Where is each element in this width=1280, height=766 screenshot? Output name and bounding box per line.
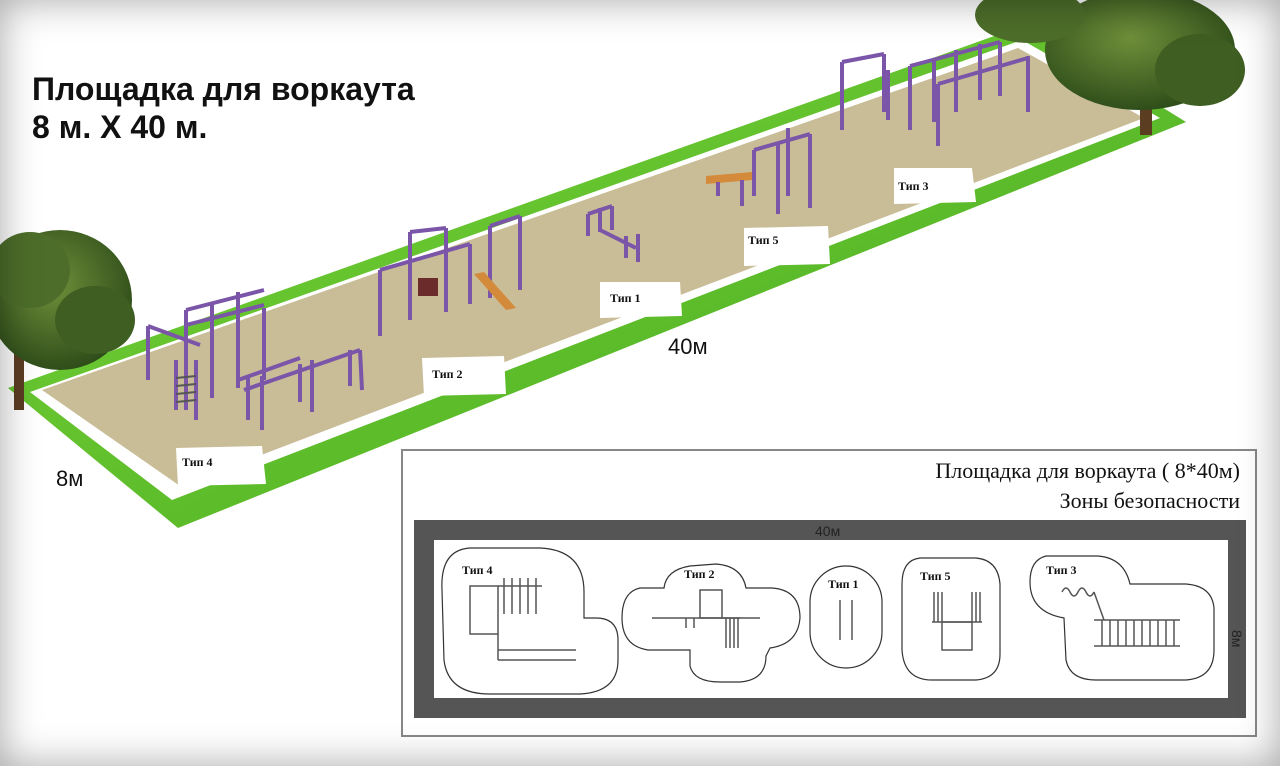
equipment-type1 <box>586 204 640 262</box>
ladder-type4 <box>175 375 197 403</box>
plan-zone-label: Тип 3 <box>1046 563 1077 577</box>
tree-right <box>975 0 1245 135</box>
play-surface <box>42 48 1144 486</box>
main-title-line2: 8 м. Х 40 м. <box>32 109 208 145</box>
zone-label: Тип 1 <box>610 291 641 305</box>
zone-label: Тип 2 <box>432 367 463 381</box>
zone-tag-type4: Тип 4 <box>176 446 266 486</box>
plan-zone-label: Тип 2 <box>684 567 715 581</box>
plan-title-line2: Зоны безопасности <box>1059 488 1240 513</box>
main-title: Площадка для воркаута 8 м. Х 40 м. <box>32 70 415 146</box>
main-title-line1: Площадка для воркаута <box>32 71 415 107</box>
length-dimension-label: 40м <box>668 334 708 359</box>
plan-zone-type2: Тип 2 <box>621 563 801 683</box>
plan-width-label: 8м <box>1229 630 1245 647</box>
plan-zone-label: Тип 4 <box>462 563 493 577</box>
plan-zone-type1: Тип 1 <box>809 565 883 669</box>
tree-left <box>0 230 135 410</box>
width-dimension-label: 8м <box>56 466 83 491</box>
equipment-type2 <box>378 214 522 336</box>
plan-zone-type3: Тип 3 <box>1029 555 1215 681</box>
plan-zone-label: Тип 5 <box>920 569 951 583</box>
zone-tag-type1: Тип 1 <box>600 282 682 318</box>
zone-tag-type2: Тип 2 <box>422 356 506 396</box>
plan-zone-type4: Тип 4 <box>441 547 619 695</box>
zone-tag-type3: Тип 3 <box>894 168 976 204</box>
zone-label: Тип 3 <box>898 179 929 193</box>
zone-label: Тип 5 <box>748 233 779 247</box>
equipment-type3 <box>840 40 1030 146</box>
zone-label: Тип 4 <box>182 455 213 469</box>
plan-length-label: 40м <box>815 523 840 539</box>
zone-tag-type5: Тип 5 <box>744 226 830 266</box>
equipment-type5 <box>716 128 812 214</box>
bench-type2 <box>474 272 516 310</box>
plan-title: Площадка для воркаута ( 8*40м) Зоны безо… <box>935 456 1240 516</box>
plan-zone-label: Тип 1 <box>828 577 859 591</box>
pullup-station-type2 <box>418 278 438 296</box>
plan-title-line1: Площадка для воркаута ( 8*40м) <box>935 458 1240 483</box>
plan-zone-type5: Тип 5 <box>901 557 1001 681</box>
